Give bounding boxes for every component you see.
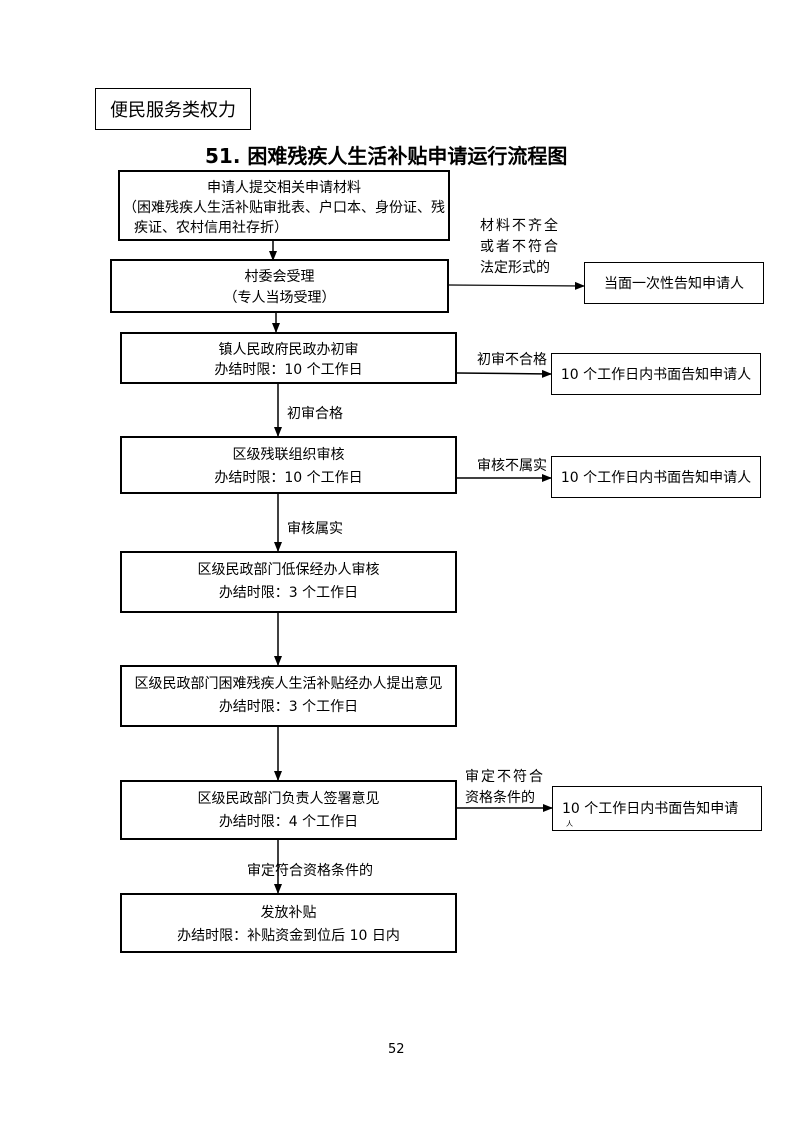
outcome-box-notify-in-person: 当面一次性告知申请人: [584, 262, 764, 304]
step-box-village-accept: 村委会受理 （专人当场受理）: [110, 259, 449, 313]
step-line: 疾证、农村信用社存折）: [134, 220, 288, 236]
category-label: 便民服务类权力: [110, 100, 236, 121]
step-line: 区级民政部门低保经办人审核: [197, 562, 380, 578]
step-box-subsidy-opinion: 区级民政部门困难残疾人生活补贴经办人提出意见 办结时限：3 个工作日: [120, 665, 457, 727]
flow-label-review-true: 审核属实: [287, 521, 343, 537]
step-line: 村委会受理: [244, 269, 315, 285]
outcome-box-review-false: 10 个工作日内书面告知申请人: [551, 456, 761, 498]
step-line: 办结时限：3 个工作日: [218, 699, 359, 715]
step-box-submit: 申请人提交相关申请材料 （困难残疾人生活补贴审批表、户口本、身份证、残 疾证、农…: [118, 170, 450, 241]
step-line: 发放补贴: [260, 905, 317, 921]
step-box-low-income-review: 区级民政部门低保经办人审核 办结时限：3 个工作日: [120, 551, 457, 613]
branch-condition: 或者不符合: [480, 239, 560, 255]
flow-label-initial-pass: 初审合格: [287, 406, 343, 422]
page-number: 52: [388, 1042, 405, 1057]
outcome-text: 10 个工作日内书面告知申请人: [560, 470, 752, 486]
step-line: 办结时限：补贴资金到位后 10 日内: [177, 928, 400, 944]
outcome-text: 10 个工作日内书面告知申请: [562, 801, 739, 817]
arrow-step3-outcome2: [456, 369, 552, 378]
flow-label-qualified: 审定符合资格条件的: [247, 863, 373, 879]
step-line: 办结时限：10 个工作日: [214, 470, 363, 486]
outcome-text: 10 个工作日内书面告知申请人: [560, 367, 752, 383]
branch-condition: 材料不齐全: [480, 218, 560, 234]
step-line: 区级残联组织审核: [232, 447, 345, 463]
step-box-head-sign: 区级民政部门负责人签署意见 办结时限：4 个工作日: [120, 780, 457, 840]
step-box-town-initial: 镇人民政府民政办初审 办结时限：10 个工作日: [120, 332, 457, 384]
outcome-text: 当面一次性告知申请人: [604, 276, 744, 292]
category-box: 便民服务类权力: [95, 88, 251, 130]
branch-condition: 审定不符合: [465, 769, 545, 785]
outcome-box-initial-fail: 10 个工作日内书面告知申请人: [551, 353, 761, 395]
arrow-step2-outcome1: [448, 281, 585, 290]
step-box-district-review: 区级残联组织审核 办结时限：10 个工作日: [120, 436, 457, 494]
step-line: 区级民政部门负责人签署意见: [197, 791, 380, 807]
outcome-box-not-qualified: 10 个工作日内书面告知申请 人: [552, 786, 762, 831]
step-line: （专人当场受理）: [223, 290, 336, 306]
outcome-text: 人: [566, 820, 573, 828]
page-title: 51. 困难残疾人生活补贴申请运行流程图: [205, 144, 568, 168]
step-line: 镇人民政府民政办初审: [218, 342, 359, 358]
branch-condition: 初审不合格: [477, 352, 547, 368]
branch-condition: 法定形式的: [480, 260, 550, 276]
step-line: 办结时限：3 个工作日: [218, 585, 359, 601]
step-line: 申请人提交相关申请材料: [207, 180, 361, 196]
step-line: 办结时限：10 个工作日: [214, 362, 363, 378]
step-line: 区级民政部门困难残疾人生活补贴经办人提出意见: [134, 676, 443, 692]
branch-condition: 审核不属实: [477, 458, 547, 474]
branch-condition: 资格条件的: [465, 790, 535, 806]
step-line: 办结时限：4 个工作日: [218, 814, 359, 830]
step-line: （困难残疾人生活补贴审批表、户口本、身份证、残: [123, 200, 445, 216]
step-box-issue-subsidy: 发放补贴 办结时限：补贴资金到位后 10 日内: [120, 893, 457, 953]
